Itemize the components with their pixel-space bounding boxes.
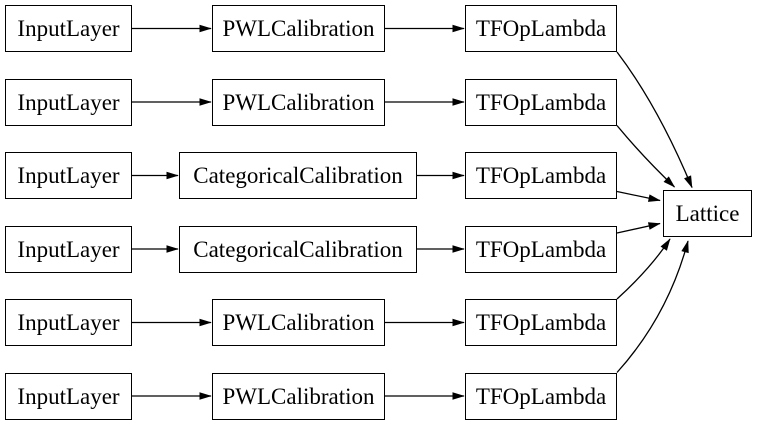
- node-tfop-lambda-2: TFOpLambda: [465, 78, 617, 126]
- node-tfop-lambda-6: TFOpLambda: [465, 372, 617, 420]
- node-pwl-calibration-1: PWLCalibration: [212, 5, 385, 52]
- node-input-layer-3: InputLayer: [5, 152, 132, 199]
- node-input-layer-5: InputLayer: [5, 299, 132, 346]
- node-input-layer-2: InputLayer: [5, 78, 132, 126]
- node-pwl-calibration-2: PWLCalibration: [212, 78, 385, 126]
- node-categorical-calibration-3: CategoricalCalibration: [179, 152, 417, 199]
- node-tfop-lambda-5: TFOpLambda: [465, 299, 617, 346]
- edge-op-to-lattice-3: [616, 190, 661, 202]
- edge-op-to-lattice-1: [616, 51, 693, 189]
- node-categorical-calibration-4: CategoricalCalibration: [179, 225, 417, 273]
- node-lattice: Lattice: [663, 190, 752, 237]
- node-input-layer-6: InputLayer: [5, 372, 132, 420]
- node-tfop-lambda-3: TFOpLambda: [465, 152, 617, 199]
- node-tfop-lambda-1: TFOpLambda: [465, 5, 617, 52]
- edge-op-to-lattice-2: [616, 125, 676, 188]
- edge-op-to-lattice-6: [616, 240, 689, 373]
- node-pwl-calibration-6: PWLCalibration: [212, 372, 385, 420]
- node-tfop-lambda-4: TFOpLambda: [465, 225, 617, 273]
- edge-op-to-lattice-5: [616, 238, 671, 300]
- node-input-layer-1: InputLayer: [5, 5, 132, 52]
- node-input-layer-4: InputLayer: [5, 225, 132, 273]
- edge-op-to-lattice-4: [616, 222, 661, 234]
- node-pwl-calibration-5: PWLCalibration: [212, 299, 385, 346]
